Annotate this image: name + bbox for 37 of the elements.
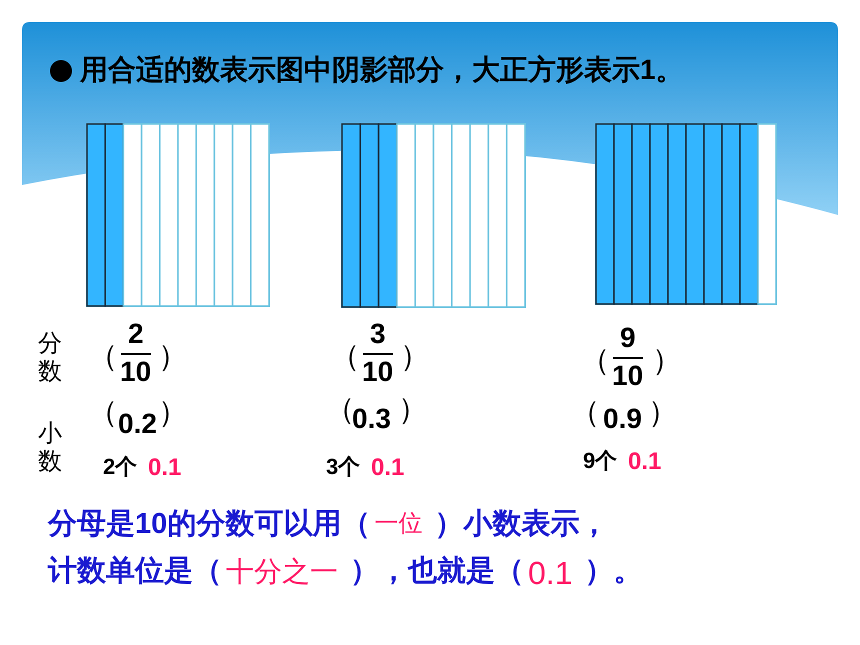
sentence-text: ）。 xyxy=(584,557,642,586)
slide-title: 用合适的数表示图中阴影部分，大正方形表示1。 xyxy=(80,56,684,84)
parenthesis: （ xyxy=(330,342,360,372)
parenthesis: （ xyxy=(580,346,610,376)
unit-value: 0.1 xyxy=(628,450,662,474)
sentence-text: ），也就是（ xyxy=(350,557,524,586)
answer-text: 0.1 xyxy=(528,557,572,589)
fraction-numerator: 9 xyxy=(620,324,636,352)
row-heading: 分数 xyxy=(38,330,63,386)
sentence-text: ）小数表示， xyxy=(434,510,608,539)
parenthesis: （ xyxy=(88,342,118,372)
parenthesis: ） xyxy=(158,342,188,372)
parenthesis: （ xyxy=(570,398,600,428)
count-text: 9个 xyxy=(583,450,618,472)
fraction-denominator: 10 xyxy=(120,358,152,386)
parenthesis: ） xyxy=(648,398,678,428)
parenthesis: （ xyxy=(88,398,118,428)
count-text: 3个 xyxy=(326,456,360,478)
decimal-answer: 0.9 xyxy=(603,405,642,433)
parenthesis: ） xyxy=(652,346,682,376)
sentence-text: 分母是10的分数可以用（ xyxy=(48,510,370,539)
fraction-denominator: 10 xyxy=(612,362,644,390)
sentence-text: 计数单位是（ xyxy=(48,557,222,586)
fraction-denominator: 10 xyxy=(362,358,394,386)
unit-value: 0.1 xyxy=(148,456,182,480)
row-heading: 小数 xyxy=(38,420,63,476)
parenthesis: ） xyxy=(400,342,430,372)
answer-text: 十分之一 xyxy=(226,558,338,586)
decimal-answer: 0.2 xyxy=(118,410,157,438)
decimal-answer: 0.3 xyxy=(352,405,391,433)
answer-text: 一位 xyxy=(374,512,422,536)
parenthesis: ） xyxy=(158,398,188,428)
count-text: 2个 xyxy=(103,456,138,478)
parenthesis: ） xyxy=(398,395,428,425)
fraction-numerator: 3 xyxy=(370,320,386,348)
unit-value: 0.1 xyxy=(371,456,404,480)
fraction-numerator: 2 xyxy=(128,320,144,348)
